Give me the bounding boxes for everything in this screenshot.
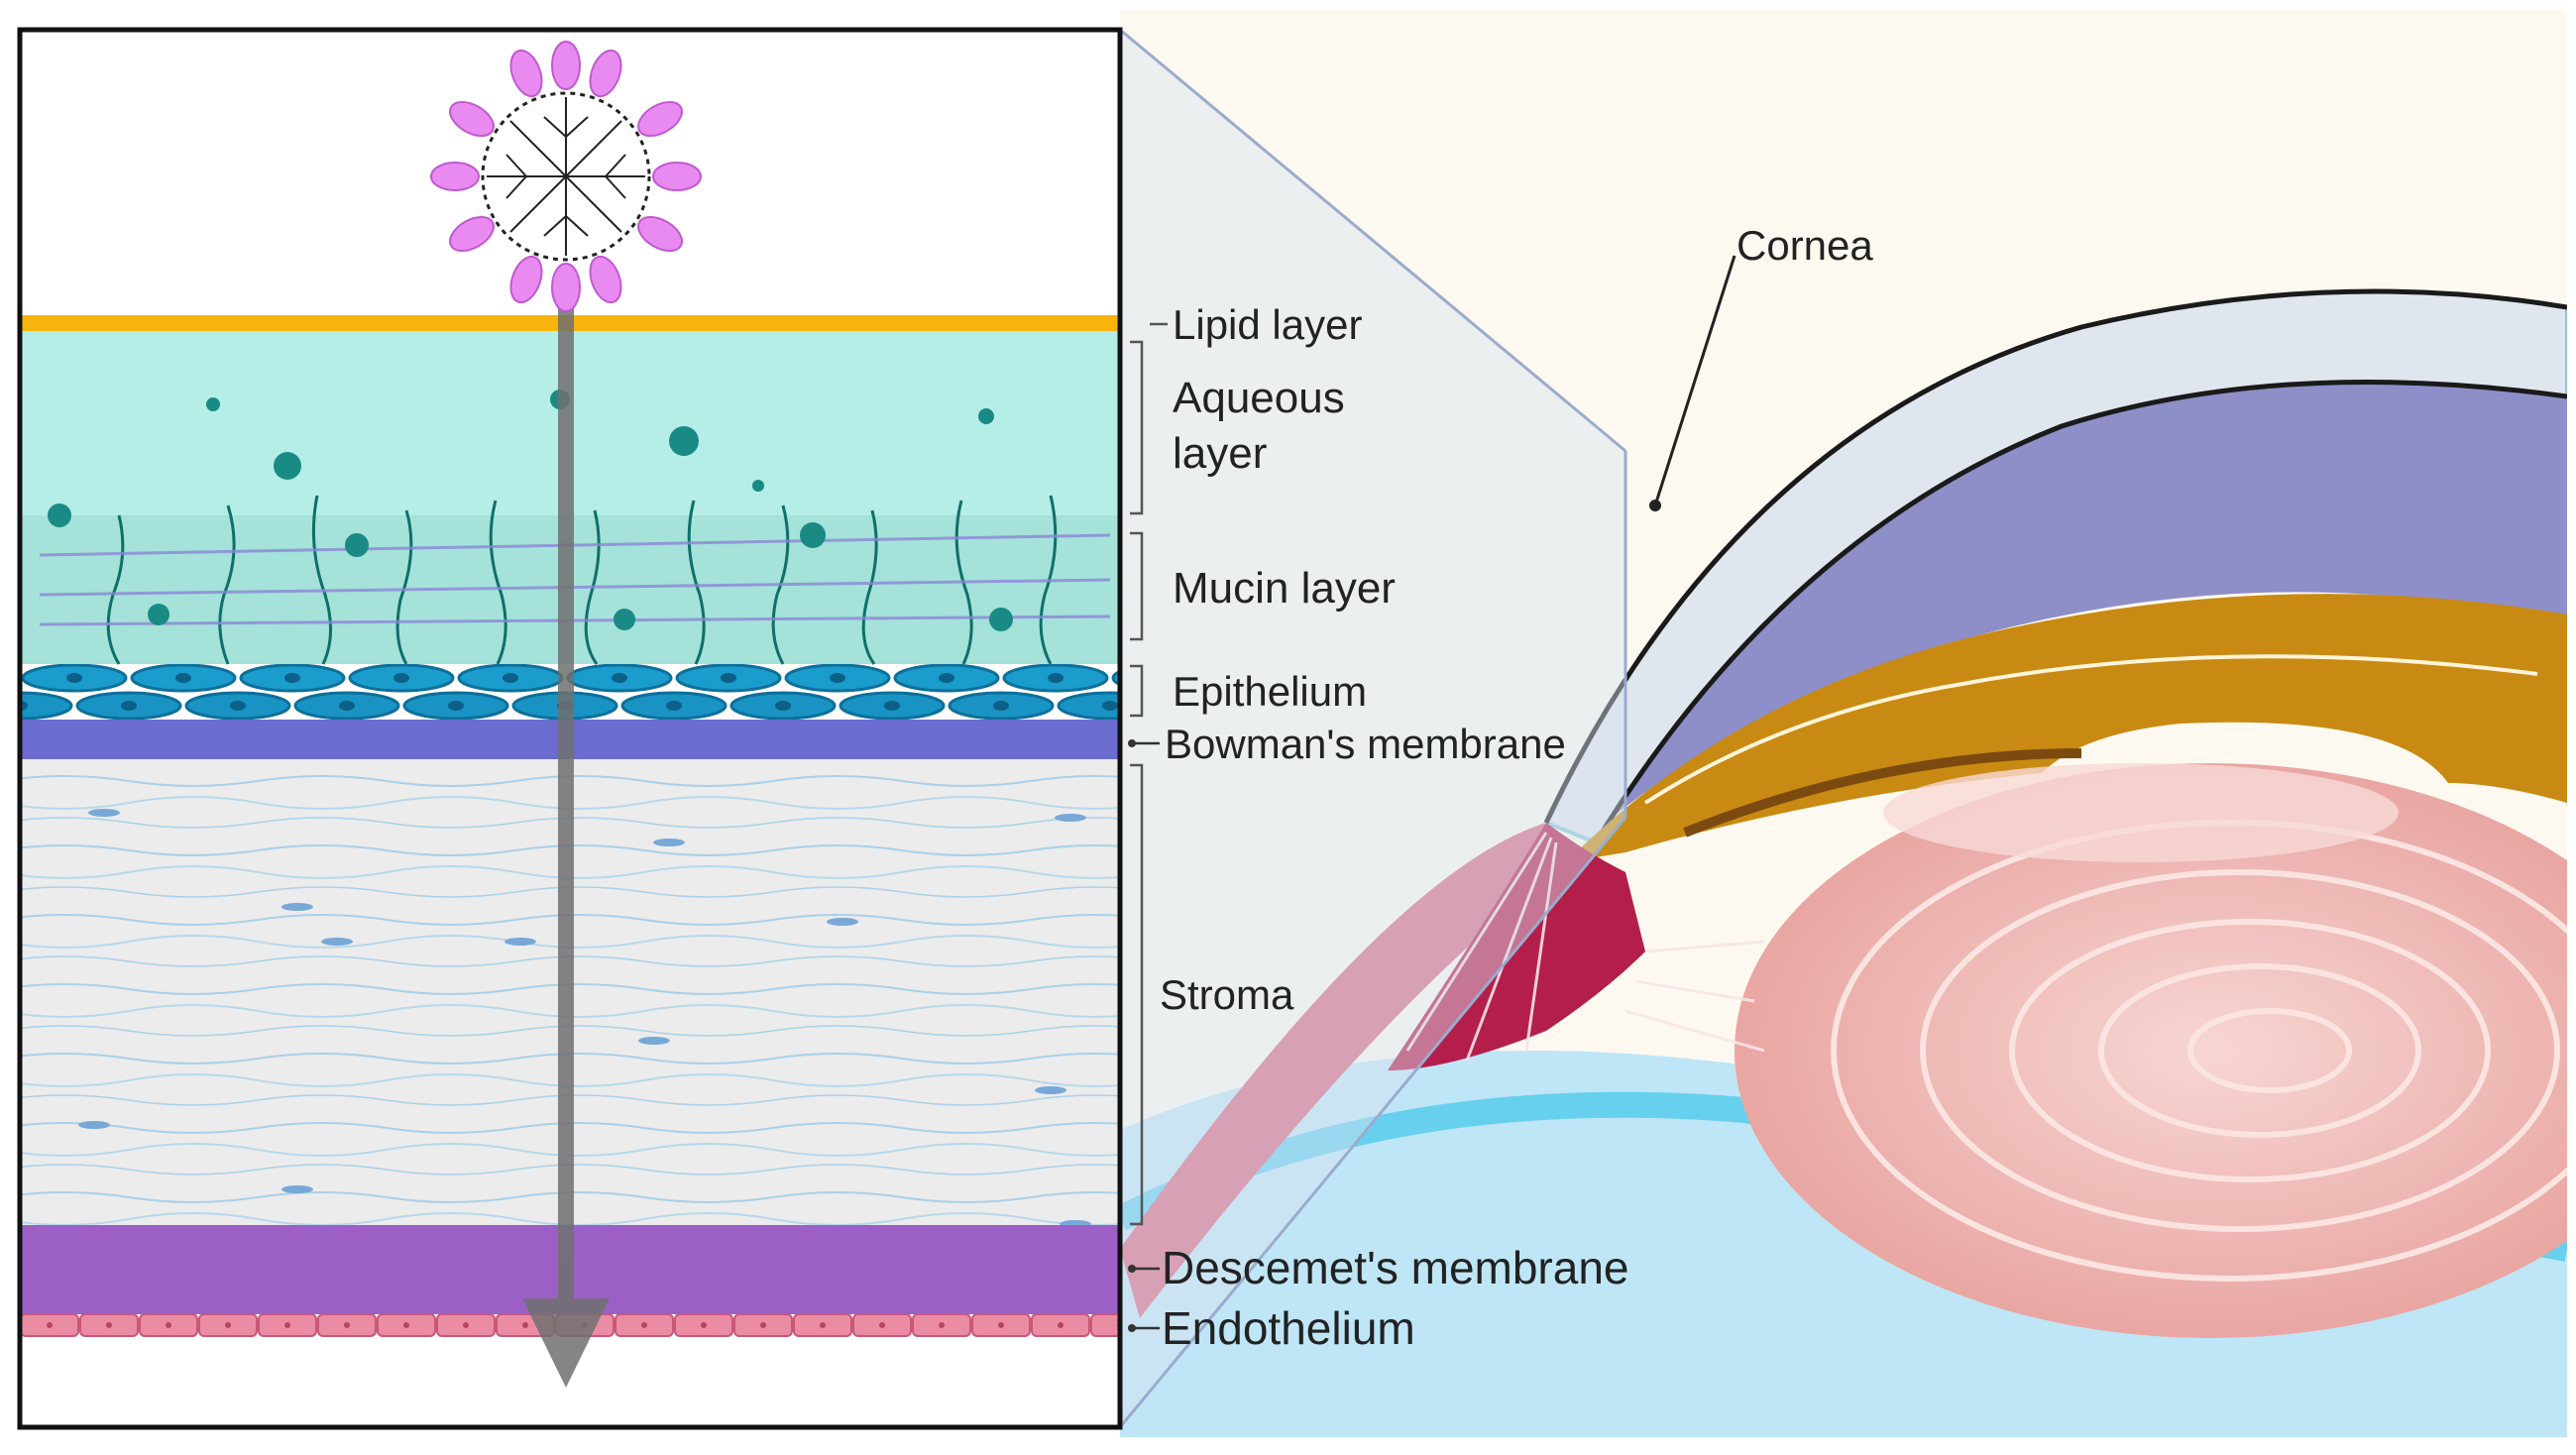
label-descemets-membrane: Descemet's membrane bbox=[1162, 1242, 1629, 1293]
lens bbox=[1735, 763, 2567, 1338]
sclera bbox=[1120, 823, 1586, 1318]
label-lipid-layer: Lipid layer bbox=[1173, 301, 1362, 348]
label-stroma: Stroma bbox=[1160, 971, 1294, 1018]
pointer-dots bbox=[1128, 739, 1160, 1332]
cornea-leader-line bbox=[1653, 255, 1736, 506]
corneal-layers-box bbox=[20, 30, 1120, 1427]
label-aqueous-line2: layer bbox=[1173, 429, 1267, 478]
anterior-chamber bbox=[1596, 382, 2567, 842]
dendrimer-nanoparticle-icon bbox=[430, 41, 702, 312]
layer-brackets bbox=[1130, 322, 1168, 1226]
label-mucin-layer: Mucin layer bbox=[1173, 564, 1396, 613]
mucin-strands bbox=[106, 495, 1058, 665]
label-aqueous-line1: Aqueous bbox=[1173, 374, 1345, 422]
zoom-connector bbox=[1118, 28, 1627, 1428]
label-endothelium: Endothelium bbox=[1162, 1302, 1415, 1354]
ciliary-body bbox=[1388, 823, 1645, 1070]
label-bowmans-membrane: Bowman's membrane bbox=[1165, 721, 1566, 767]
label-epithelium: Epithelium bbox=[1173, 668, 1367, 715]
iris bbox=[1566, 594, 2567, 862]
label-cornea: Cornea bbox=[1736, 222, 1873, 269]
penetration-arrow-icon bbox=[522, 307, 610, 1388]
layers-box-frame bbox=[17, 27, 1123, 1430]
eye-cross-section bbox=[1120, 10, 2567, 1437]
mucin-particles bbox=[48, 390, 1013, 631]
